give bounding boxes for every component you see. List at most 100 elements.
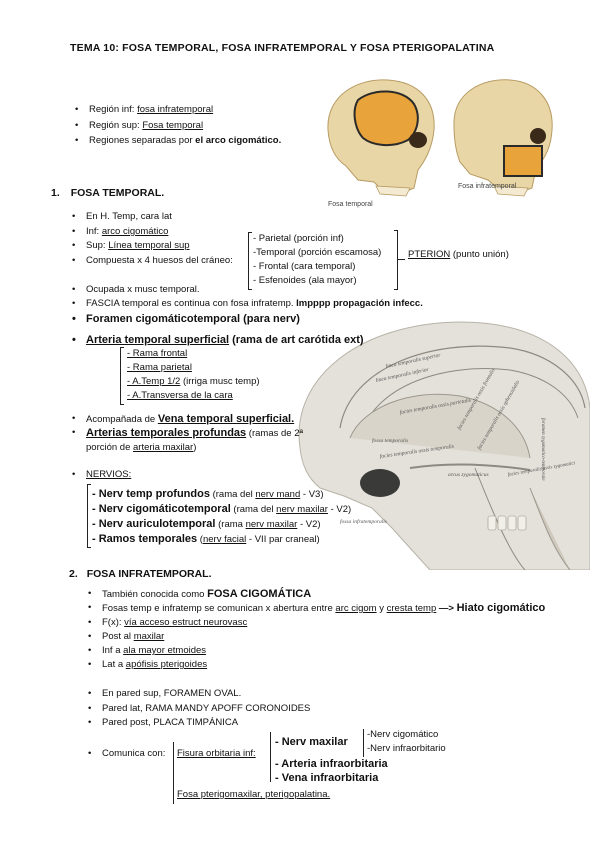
rama-frontal-text: - Rama frontal (127, 348, 188, 359)
porcion-close: ) (193, 442, 197, 453)
separadas-value: el arco cigomático. (195, 135, 282, 146)
skull-lateral-drawing: linea temporalis superior linea temporal… (298, 321, 591, 571)
arteria-infraorbitaria: - Arteria infraorbitaria (275, 758, 388, 770)
region-inf-label: Región inf: (89, 104, 135, 115)
section1-heading: 1. FOSA TEMPORAL. (51, 187, 164, 199)
pterion-note: (punto unión) (452, 249, 509, 260)
sec1-inf-label: Inf: (86, 226, 100, 237)
sec2-b6-pre: Lat a (102, 659, 124, 670)
sec2-bullet-9: Pared post, PLACA TIMPÁNICA (88, 717, 238, 728)
sec2-b4-pre: Post al (102, 631, 132, 642)
sec2-bullet-10: Comunica con: (88, 748, 165, 759)
nervio-cigomaticotemporal-post: - V2) (330, 504, 352, 515)
fosa-cigomatica: FOSA CIGOMÁTICA (207, 588, 312, 600)
sec2-b2-cresta: cresta temp (386, 603, 437, 614)
sec1-bullet-10-line2: porción de arteria maxilar) (86, 442, 196, 453)
sec2-b3-ul: vía acceso estruct neurovasc (124, 617, 248, 628)
nervio-temp-profundos-pre: (rama del (212, 489, 253, 500)
nervio-cigomaticotemporal-ul: nerv maxilar (276, 504, 328, 515)
page-title: TEMA 10: FOSA TEMPORAL, FOSA INFRATEMPOR… (70, 42, 495, 54)
pterion-label: PTERION (408, 249, 451, 260)
caption-fosa-infratemporal: Fosa infratemporal (458, 183, 517, 190)
nervio-auriculotemporal-name: - Nerv auriculotemporal (92, 518, 216, 530)
nervio-temp-profundos-post: - V3) (302, 489, 324, 500)
intro-bullet-region-sup: Región sup: Fosa temporal (75, 120, 204, 131)
pterion-connector (397, 259, 405, 260)
sec1-bullet-9: Acompañada de Vena temporal superficial. (72, 413, 294, 425)
fisura-bracket (270, 732, 271, 782)
region-inf-value: fosa infratemporal (137, 104, 214, 115)
rama-temp-media: - A.Temp 1/2 (irriga musc temp) (127, 376, 260, 387)
sec2-bullet-2: Fosas temp e infratemp se comunican x ab… (88, 602, 545, 614)
skull-left-drawing (327, 79, 435, 197)
nerv-maxilar-bracket (363, 729, 364, 757)
acompanada-text: Acompañada de (86, 414, 156, 425)
nervio-auriculotemporal-ul: nerv maxilar (245, 519, 298, 530)
rama-temp-media-text: - A.Temp 1/2 (127, 376, 181, 387)
nervio-temp-profundos: - Nerv temp profundos (rama del nerv man… (92, 488, 323, 500)
rama-transversa: - A.Transversa de la cara (127, 390, 233, 401)
sec2-b5-ul: ala mayor etmoides (123, 645, 207, 656)
nerv-infraorbitario: -Nerv infraorbitario (367, 743, 446, 754)
nervio-temp-profundos-ul: nerv mand (255, 489, 301, 500)
fisura-orbitaria-text: Fisura orbitaria inf: (177, 748, 256, 759)
rama-parietal-text: - Rama parietal (127, 362, 192, 373)
nervios-label: NERVIOS: (86, 469, 132, 480)
sec2-b5-pre: Inf a (102, 645, 121, 656)
arteria-temporal-sup-note: (rama de art carótida ext) (232, 334, 364, 346)
huesos-bracket-left (248, 232, 252, 290)
sec1-bullet-3: Sup: Línea temporal sup (72, 240, 189, 251)
sec2-bullet-3: F(x): vía acceso estruct neurovasc (88, 617, 248, 628)
skull-figure-main: linea temporalis superior linea temporal… (280, 318, 591, 571)
section2-heading: 2. FOSA INFRATEMPORAL. (69, 568, 212, 580)
sec2-b2-pre: Fosas temp e infratemp se comunican x ab… (102, 603, 333, 614)
nervio-ramos-temporales-ul: nerv facial (202, 534, 247, 545)
huesos-bracket-right (394, 230, 398, 290)
region-sup-value: Fosa temporal (142, 120, 204, 131)
porcion-text: porción de (86, 442, 131, 453)
sec2-b2-mid: y (379, 603, 384, 614)
section1-number: 1. (51, 187, 60, 199)
fascia-bold: Impppp propagación infecc. (296, 298, 423, 309)
sec2-bullet-4: Post al maxilar (88, 631, 165, 642)
sec1-bullet-nervios: NERVIOS: (72, 469, 132, 480)
sec2-b2-arrow: —> (438, 603, 454, 614)
skull-figure-top (318, 70, 558, 220)
sec1-inf-value: arco cigomático (101, 226, 169, 237)
ramas-bracket (120, 347, 124, 405)
pterion-text: PTERION (punto unión) (408, 249, 509, 260)
rama-transversa-text: - A.Transversa de la cara (127, 390, 233, 401)
nervio-auriculotemporal-pre: (rama (218, 519, 243, 530)
rama-parietal: - Rama parietal (127, 362, 192, 373)
sec1-bullet-6: FASCIA temporal es continua con fosa inf… (72, 298, 423, 309)
fosa-pterigomaxilar-text: Fosa pterigomaxilar, pterigopalatina. (177, 789, 331, 800)
sec2-bullet-8: Pared lat, RAMA MANDY APOFF CORONOIDES (88, 703, 310, 714)
fosa-pterigomaxilar: Fosa pterigomaxilar, pterigopalatina. (177, 789, 330, 800)
skull-label-fossa-temporalis: fossa temporalis (372, 437, 408, 444)
separadas-label: Regiones separadas por (89, 135, 193, 146)
nervio-ramos-temporales: - Ramos temporales (nerv facial - VII pa… (92, 533, 320, 545)
intro-bullet-separadas: Regiones separadas por el arco cigomátic… (75, 135, 282, 146)
arterias-temporales-profundas: Arterias temporales profundas (86, 427, 247, 439)
sec2-b1-pre: También conocida como (102, 589, 205, 600)
skull-label-foramen: foramen zygomatico-temporale (540, 418, 545, 481)
sec1-bullet-2: Inf: arco cigomático (72, 226, 169, 237)
nervio-auriculotemporal: - Nerv auriculotemporal (rama nerv maxil… (92, 518, 321, 530)
skull-right-drawing (453, 79, 553, 197)
sec1-bullet-8: Arteria temporal superficial (rama de ar… (72, 334, 364, 346)
skull-label-fossa-infratemporalis: fossa infratemporalis (340, 518, 387, 525)
hueso-parietal: - Parietal (porción inf) (253, 233, 344, 244)
region-sup-label: Región sup: (89, 120, 140, 131)
nervio-temp-profundos-name: - Nerv temp profundos (92, 488, 210, 500)
intro-bullet-region-inf: Región inf: fosa infratemporal (75, 104, 214, 115)
section1-title: FOSA TEMPORAL. (70, 187, 165, 199)
nervio-ramos-temporales-name: - Ramos temporales (92, 533, 198, 545)
nerv-cigomatico: -Nerv cigomático (367, 729, 439, 740)
nervio-cigomaticotemporal-pre: (rama del (233, 504, 274, 515)
sec2-b4-ul: maxilar (133, 631, 165, 642)
sec2-bullet-6: Lat a apófisis pterigoides (88, 659, 207, 670)
sec2-b3-pre: F(x): (102, 617, 122, 628)
rama-temp-media-note: (irriga musc temp) (182, 376, 260, 387)
hueso-frontal: - Frontal (cara temporal) (253, 261, 356, 272)
sec1-bullet-10: Arterias temporales profundas (ramas de … (72, 427, 303, 439)
